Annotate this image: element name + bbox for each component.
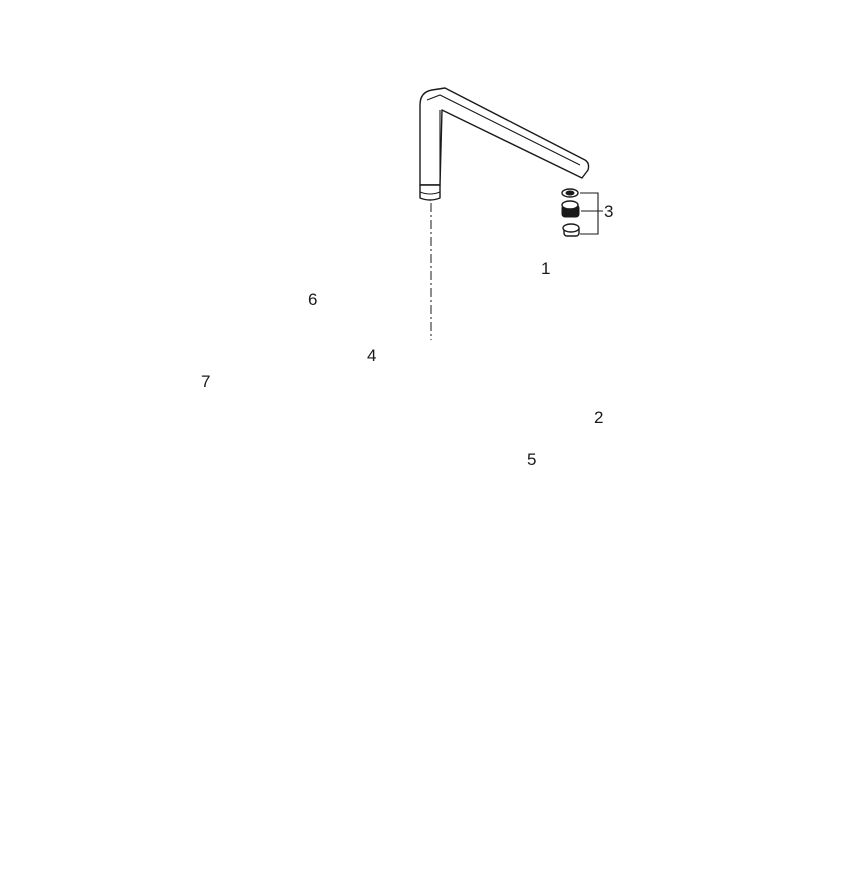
callout-2: 2 — [594, 408, 604, 427]
aerator-set — [561, 188, 603, 237]
callout-7: 7 — [201, 372, 211, 391]
callout-3: 3 — [604, 202, 614, 221]
callout-4: 4 — [367, 346, 377, 365]
callout-1: 1 — [541, 259, 551, 278]
callout-6: 6 — [308, 290, 318, 309]
spout — [419, 87, 590, 201]
callout-5: 5 — [527, 450, 537, 469]
